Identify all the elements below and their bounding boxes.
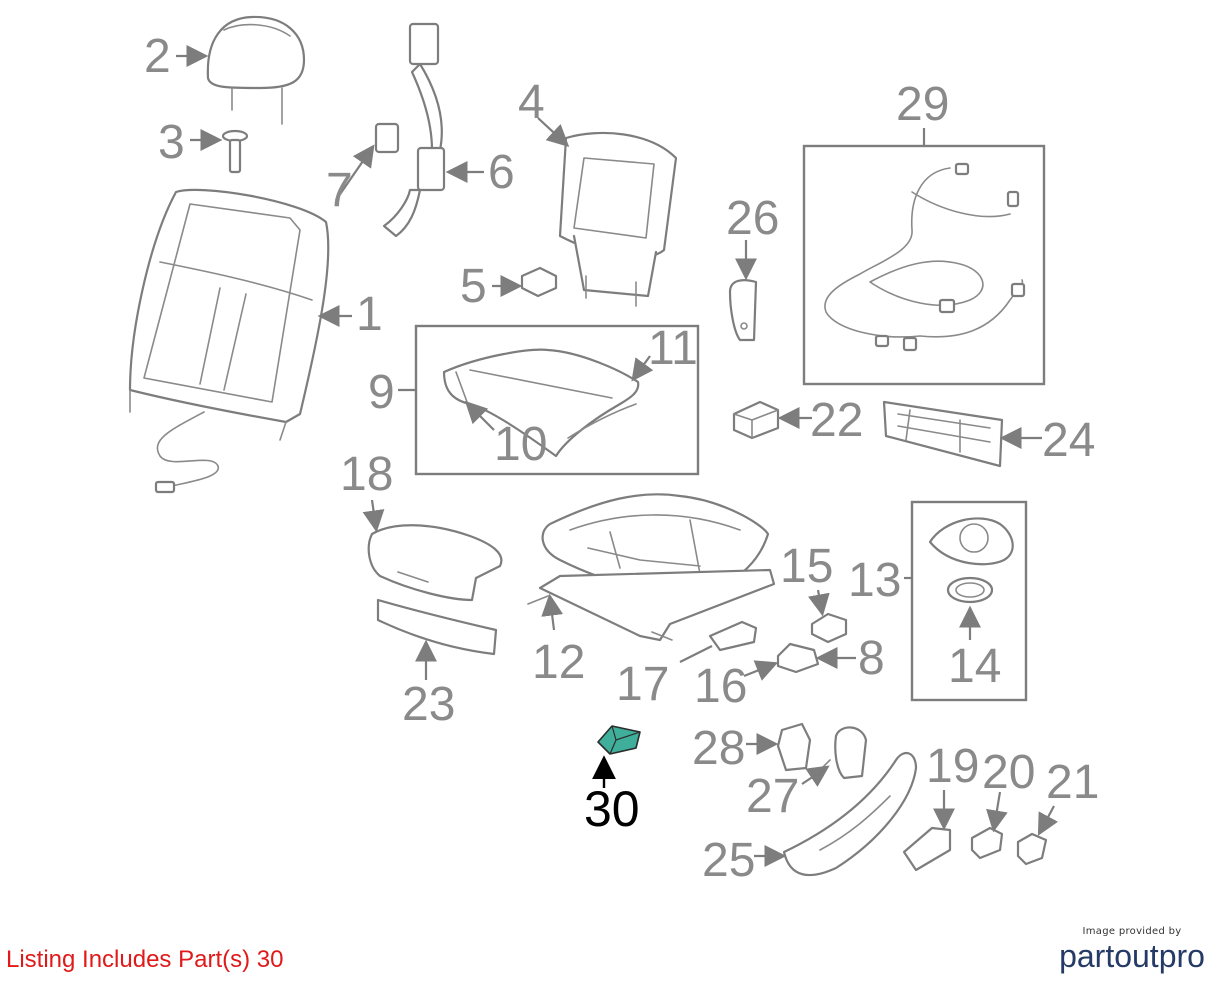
label-12: 12 xyxy=(532,636,585,689)
label-13: 13 xyxy=(848,554,901,607)
part-24-rail xyxy=(882,400,1004,468)
part-21-switch xyxy=(1016,832,1048,866)
listing-note: Listing Includes Part(s) 30 xyxy=(6,946,284,973)
label-4: 4 xyxy=(518,76,545,129)
part-26-cover xyxy=(728,279,758,342)
label-28: 28 xyxy=(692,722,745,775)
part-22-block xyxy=(732,400,780,440)
label-30-highlighted: 30 xyxy=(584,781,640,837)
label-3: 3 xyxy=(158,116,185,169)
part-17-cover xyxy=(708,620,758,652)
part-2-headrest xyxy=(206,15,306,125)
label-19: 19 xyxy=(926,740,979,793)
part-4-back-panel xyxy=(558,131,678,307)
leader-lines xyxy=(176,45,1059,867)
label-10: 10 xyxy=(494,418,547,471)
label-1: 1 xyxy=(356,288,383,341)
label-14: 14 xyxy=(948,640,1001,693)
credit-caption: Image provided by xyxy=(1082,926,1182,937)
part-27-knob xyxy=(817,726,868,780)
label-2: 2 xyxy=(144,30,171,83)
partoutpro-logo: partoutpro xyxy=(1059,938,1205,974)
part-7-clip xyxy=(374,122,400,154)
label-15: 15 xyxy=(780,540,833,593)
part-14-ring xyxy=(946,576,994,604)
group-box-13 xyxy=(910,500,1028,702)
part-28-knob xyxy=(776,722,812,772)
label-21: 21 xyxy=(1046,756,1099,809)
part-19-switch xyxy=(902,826,952,872)
part-18-panel xyxy=(367,524,503,602)
label-17: 17 xyxy=(616,658,669,711)
part-5-block xyxy=(520,266,558,298)
part-25-trim xyxy=(782,751,918,877)
label-8: 8 xyxy=(858,632,885,685)
label-26: 26 xyxy=(726,192,779,245)
part-13-motor xyxy=(928,517,1014,566)
label-20: 20 xyxy=(982,746,1035,799)
part-8-switch xyxy=(776,642,820,674)
label-9: 9 xyxy=(368,366,395,419)
part-23-strip xyxy=(376,598,498,656)
label-6: 6 xyxy=(488,146,515,199)
label-25: 25 xyxy=(702,834,755,887)
label-7: 7 xyxy=(326,164,353,217)
label-22: 22 xyxy=(810,394,863,447)
label-11: 11 xyxy=(648,322,698,375)
label-24: 24 xyxy=(1042,414,1095,467)
part-6-seatbelt xyxy=(382,22,446,238)
part-20-switch xyxy=(970,826,1004,860)
label-16: 16 xyxy=(694,660,747,713)
label-29: 29 xyxy=(896,78,949,131)
group-box-9 xyxy=(414,324,700,476)
label-23: 23 xyxy=(402,678,455,731)
part-1-seatback xyxy=(128,188,330,494)
part-30-highlighted xyxy=(597,725,641,755)
image-credit: Image provided by partoutpro xyxy=(1052,926,1212,973)
label-18: 18 xyxy=(340,448,393,501)
part-29-wiring-harness xyxy=(824,162,1026,352)
part-12-seat-frame xyxy=(527,493,776,642)
part-3-bolt xyxy=(221,129,249,174)
part-15-block xyxy=(810,612,848,644)
label-27: 27 xyxy=(746,770,799,823)
label-5: 5 xyxy=(460,260,487,313)
